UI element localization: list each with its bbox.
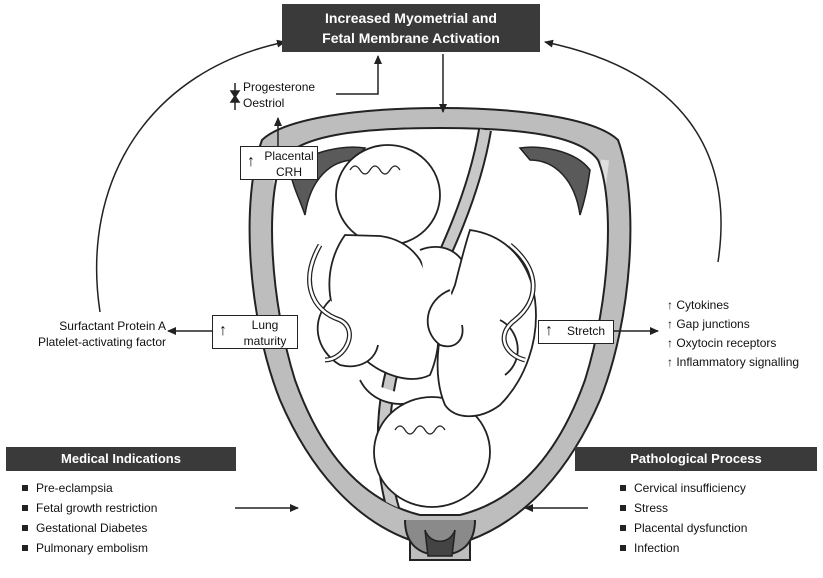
placental-crh-line2: CRH — [263, 164, 315, 180]
list-item: Fetal growth restriction — [22, 498, 157, 518]
hormone-oestriol: Oestriol — [243, 95, 315, 111]
pathological-process-list: Cervical insufficiency Stress Placental … — [620, 478, 747, 558]
up-arrow-icon: ↑ — [247, 153, 255, 171]
platelet-activating-factor: Platelet-activating factor — [20, 334, 166, 350]
placental-crh-line1: Placental — [263, 148, 315, 164]
list-item: Placental dysfunction — [620, 518, 747, 538]
up-arrow-icon: ↑ — [667, 317, 676, 331]
lung-maturity-line1: Lung — [235, 317, 295, 333]
surfactant-protein-a: Surfactant Protein A — [20, 318, 166, 334]
right-effects-list: ↑ Cytokines ↑ Gap junctions ↑ Oxytocin r… — [667, 297, 823, 370]
hormones-label: Progesterone Oestriol — [243, 79, 315, 111]
top-banner: Increased Myometrial and Fetal Membrane … — [282, 4, 540, 52]
list-item: Pulmonary embolism — [22, 538, 157, 558]
right-effect-item: ↑ Gap junctions — [667, 316, 823, 332]
hormones-connector — [336, 56, 378, 94]
up-arrow-icon: ↑ — [545, 322, 553, 340]
stretch-label: Stretch — [567, 324, 605, 338]
list-item: Infection — [620, 538, 747, 558]
hormone-progesterone: Progesterone — [243, 79, 315, 95]
up-arrow-icon: ↑ — [219, 322, 227, 340]
up-arrow-icon — [231, 96, 239, 110]
pathological-process-title: Pathological Process — [630, 451, 762, 466]
list-item: Stress — [620, 498, 747, 518]
stretch-box: ↑ Stretch — [538, 320, 614, 344]
list-item: Cervical insufficiency — [620, 478, 747, 498]
left-effects: Surfactant Protein A Platelet-activating… — [20, 318, 166, 350]
right-effect-item: ↑ Cytokines — [667, 297, 823, 313]
up-arrow-icon: ↑ — [667, 336, 676, 350]
up-arrow-icon: ↑ — [667, 355, 676, 369]
top-banner-line1: Increased Myometrial and — [282, 8, 540, 28]
top-banner-line2: Fetal Membrane Activation — [282, 28, 540, 48]
lung-maturity-line2: maturity — [235, 333, 295, 349]
right-effect-item: ↑ Oxytocin receptors — [667, 335, 823, 351]
medical-indications-title: Medical Indications — [61, 451, 181, 466]
list-item: Gestational Diabetes — [22, 518, 157, 538]
up-arrow-icon: ↑ — [667, 298, 676, 312]
lung-maturity-box: ↑ Lung maturity — [212, 315, 298, 349]
right-effect-item: ↑ Inflammatory signalling — [667, 354, 823, 370]
medical-indications-banner: Medical Indications — [6, 447, 236, 471]
placental-crh-box: ↑ Placental CRH — [240, 146, 318, 180]
list-item: Pre-eclampsia — [22, 478, 157, 498]
medical-indications-list: Pre-eclampsia Fetal growth restriction G… — [22, 478, 157, 558]
pathological-process-banner: Pathological Process — [575, 447, 817, 471]
